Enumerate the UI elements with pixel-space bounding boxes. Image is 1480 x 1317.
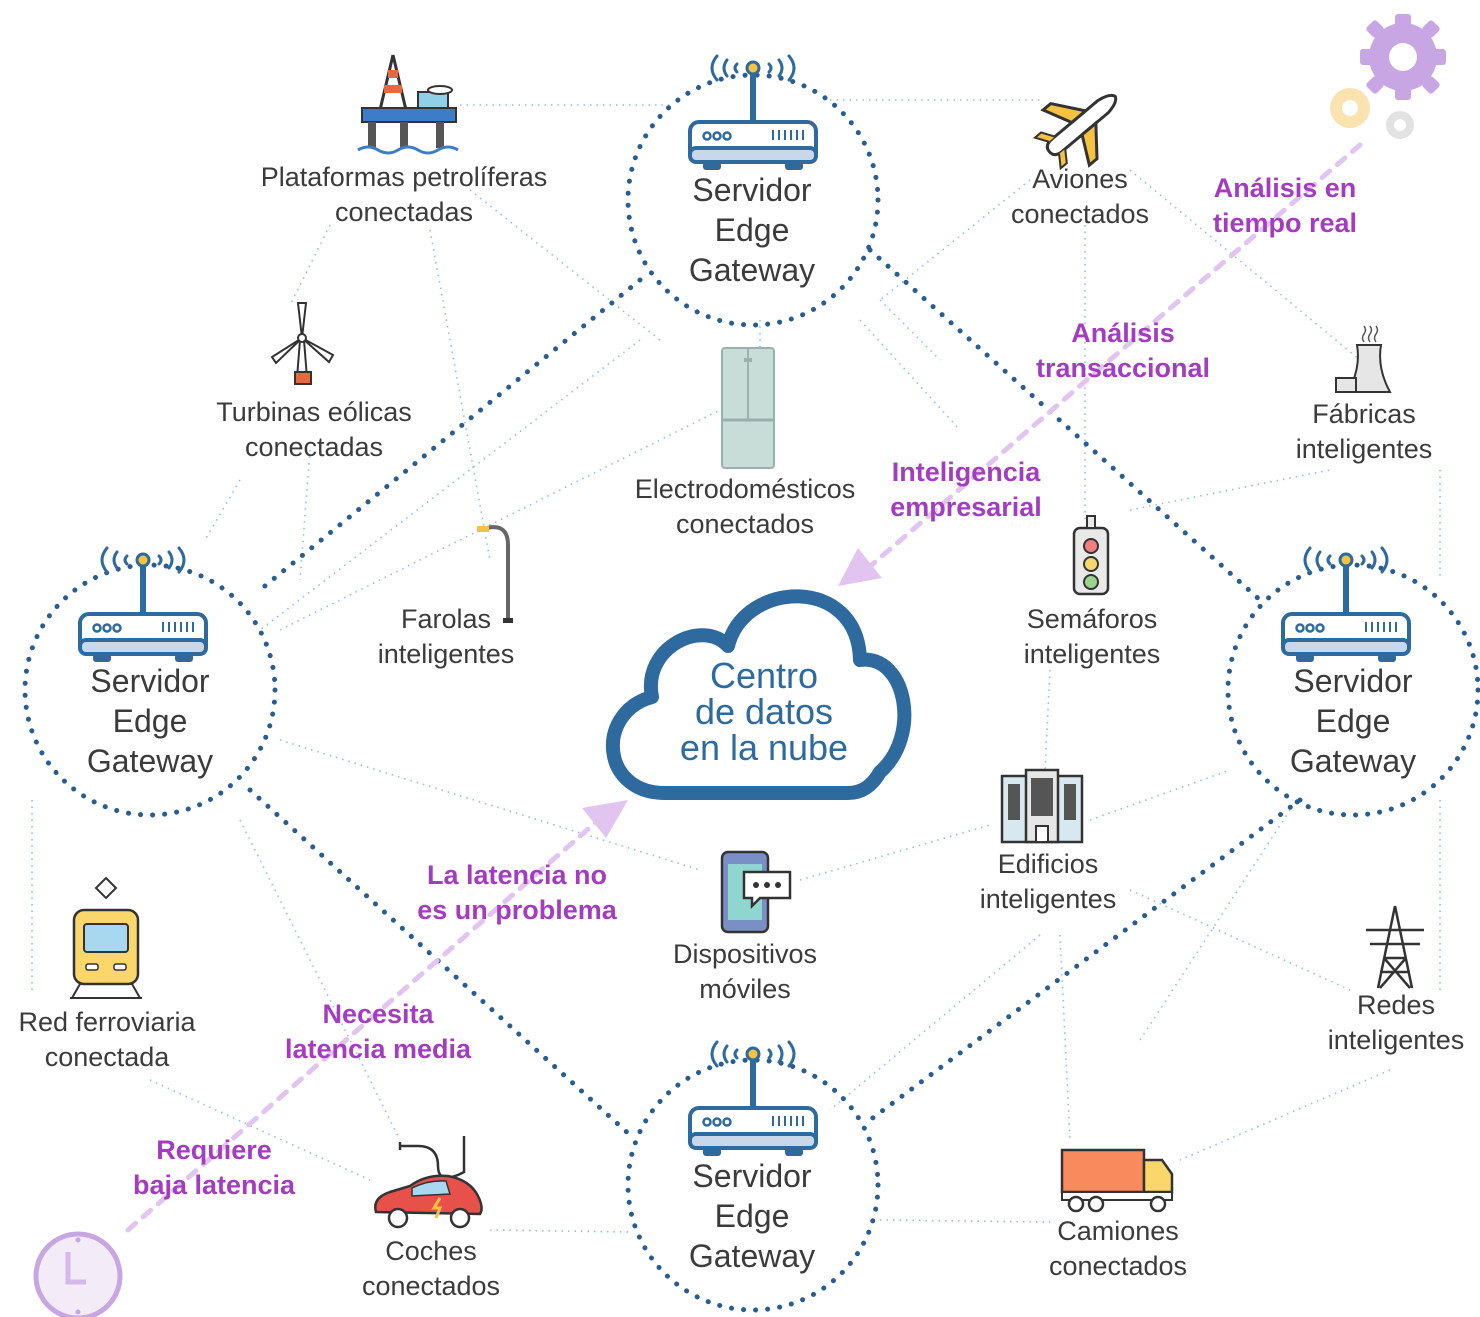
gateway-links — [247, 247, 1303, 1138]
latency-not-problem-label: La latencia no es un problema — [417, 860, 617, 925]
street-lamp-icon — [477, 525, 513, 623]
oil-platforms-label: Plataformas petrolíferas conectadas — [260, 162, 548, 227]
power-tower-icon — [1366, 905, 1424, 989]
mobile-devices-label: Dispositivos móviles — [672, 939, 818, 1004]
planes-label: Aviones conectados — [1010, 164, 1150, 229]
business-intelligence-label: Inteligencia empresarial — [890, 457, 1042, 522]
truck-icon — [1060, 1148, 1174, 1213]
streetlights-label: Farolas inteligentes — [377, 604, 515, 669]
analytics-arrows — [125, 142, 1363, 1233]
gateway-right-label: Servidor Edge Gateway — [1289, 663, 1417, 779]
clock-icon — [33, 1231, 123, 1317]
wind-turbines-label: Turbinas eólicas conectadas — [216, 397, 412, 462]
trucks-label: Camiones conectados — [1048, 1216, 1188, 1281]
traffic-lights-label: Semáforos inteligentes — [1023, 604, 1161, 669]
rail-network-label: Red ferroviaria conectada — [18, 1007, 196, 1072]
wind-turbine-icon — [270, 302, 335, 385]
traffic-light-icon — [1072, 515, 1110, 596]
low-latency-label: Requiere baja latencia — [132, 1135, 296, 1200]
electric-car-icon — [374, 1136, 483, 1229]
transactional-analysis-label: Análisis transaccional — [1035, 318, 1211, 383]
medium-latency-label: Necesita latencia media — [284, 999, 472, 1064]
cloud-datacenter-label: Centro de datos en la nube — [679, 655, 849, 768]
smartphone-icon — [720, 850, 792, 934]
router-icon — [688, 54, 818, 172]
smart-grids-label: Redes inteligentes — [1327, 990, 1465, 1055]
realtime-analysis-label: Análisis en tiempo real — [1212, 173, 1358, 238]
train-icon — [70, 876, 142, 999]
router-icon — [78, 546, 208, 664]
buildings-label: Edificios inteligentes — [979, 849, 1117, 914]
cloud-icon — [605, 589, 912, 800]
office-building-icon — [1000, 768, 1084, 844]
gateway-bottom-label: Servidor Edge Gateway — [688, 1158, 816, 1274]
airplane-icon — [1032, 93, 1118, 171]
gear-icon — [1330, 14, 1446, 139]
gateway-top-label: Servidor Edge Gateway — [688, 172, 816, 288]
arrow-head-cloud-lower — [582, 800, 628, 838]
device-connector-lines — [31, 99, 1441, 1233]
router-icon — [688, 1040, 818, 1158]
fridge-icon — [721, 347, 775, 469]
appliances-label: Electrodomésticos conectados — [634, 474, 856, 539]
cars-label: Coches conectados — [361, 1236, 501, 1301]
oil-platform-icon — [357, 54, 459, 155]
gateway-left-label: Servidor Edge Gateway — [86, 663, 214, 779]
gateway-circles — [22, 72, 1480, 1313]
power-plant-icon — [1335, 325, 1392, 393]
router-icon — [1281, 546, 1411, 664]
factories-label: Fábricas inteligentes — [1295, 399, 1433, 464]
arrow-head-cloud-upper — [838, 548, 882, 586]
